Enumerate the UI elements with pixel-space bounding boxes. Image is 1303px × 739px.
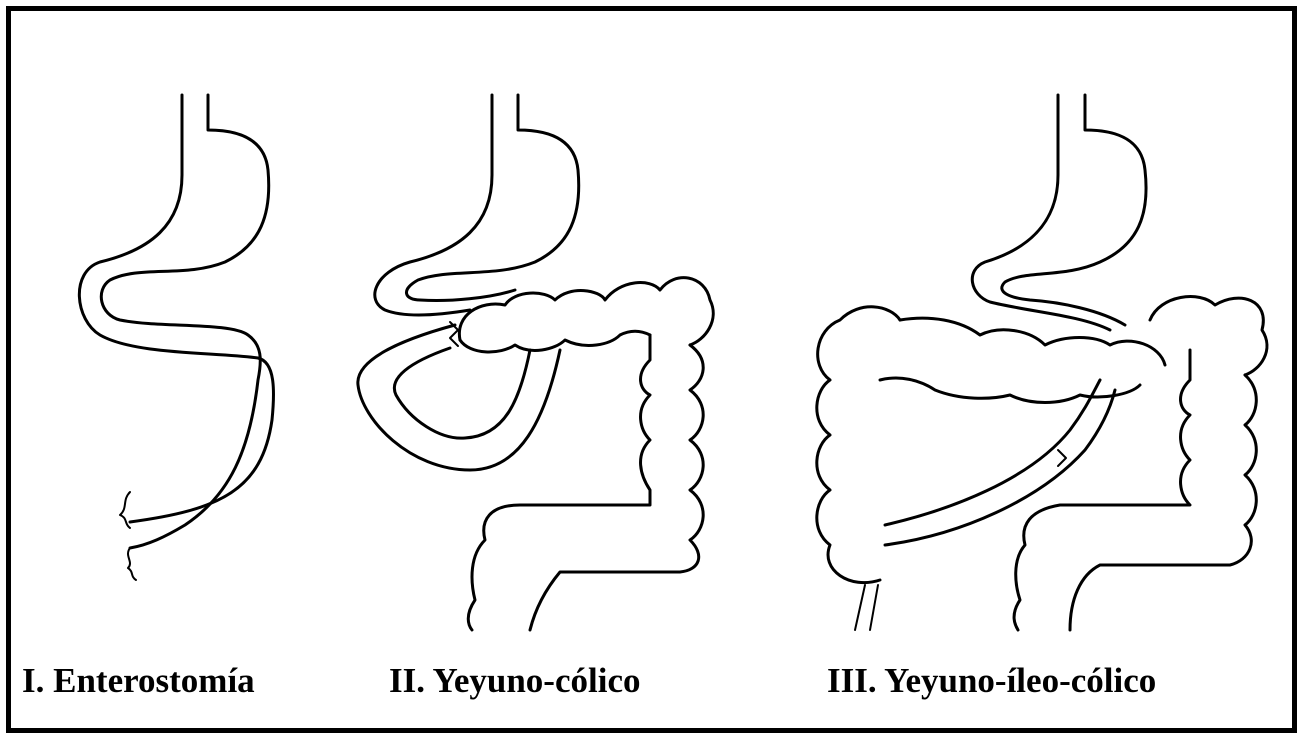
panel-ii-jejunal-loop-outer: [358, 325, 560, 470]
panel-ii-jejunal-loop-inner: [394, 348, 530, 438]
panel-ii-esophagus: [375, 95, 492, 315]
panel-ii-jejunocolic-diagram: [358, 95, 713, 630]
panel-iii-jejunoileocolic-diagram: [817, 95, 1267, 630]
caption-panel-ii: II. Yeyuno-cólico: [389, 663, 640, 698]
panel-iii-transverse-colon-lower: [880, 378, 1140, 402]
panel-ii-transverse-colon: [459, 278, 713, 345]
panel-ii-transverse-colon-lower: [460, 331, 650, 352]
panel-iii-descending-colon-inner: [1014, 350, 1190, 630]
panel-iii-colon-right-bulge: [1150, 297, 1267, 375]
panel-i-stoma-end-lower: [128, 548, 136, 580]
panel-i-esophagus: [79, 95, 273, 522]
panel-ii-descending-colon-outer: [530, 345, 703, 630]
panel-iii-ileum-segment: [885, 380, 1100, 525]
panel-i-stoma-end-upper: [120, 492, 130, 528]
caption-panel-i: I. Enterostomía: [22, 663, 255, 698]
panel-iii-stomach-wall: [1002, 95, 1146, 325]
panel-iii-descending-colon-outer: [1070, 375, 1256, 630]
caption-panel-iii: III. Yeyuno-íleo-cólico: [827, 663, 1156, 698]
panel-iii-ascending-colon: [817, 307, 900, 583]
panel-ii-descending-colon-inner: [468, 335, 650, 630]
panel-iii-anastomosis-mark: [1058, 450, 1066, 466]
panel-i-stomach-inner-wall: [101, 95, 268, 548]
panel-iii-appendix-tube: [855, 585, 878, 630]
panel-i-enterostomy-diagram: [79, 95, 273, 580]
